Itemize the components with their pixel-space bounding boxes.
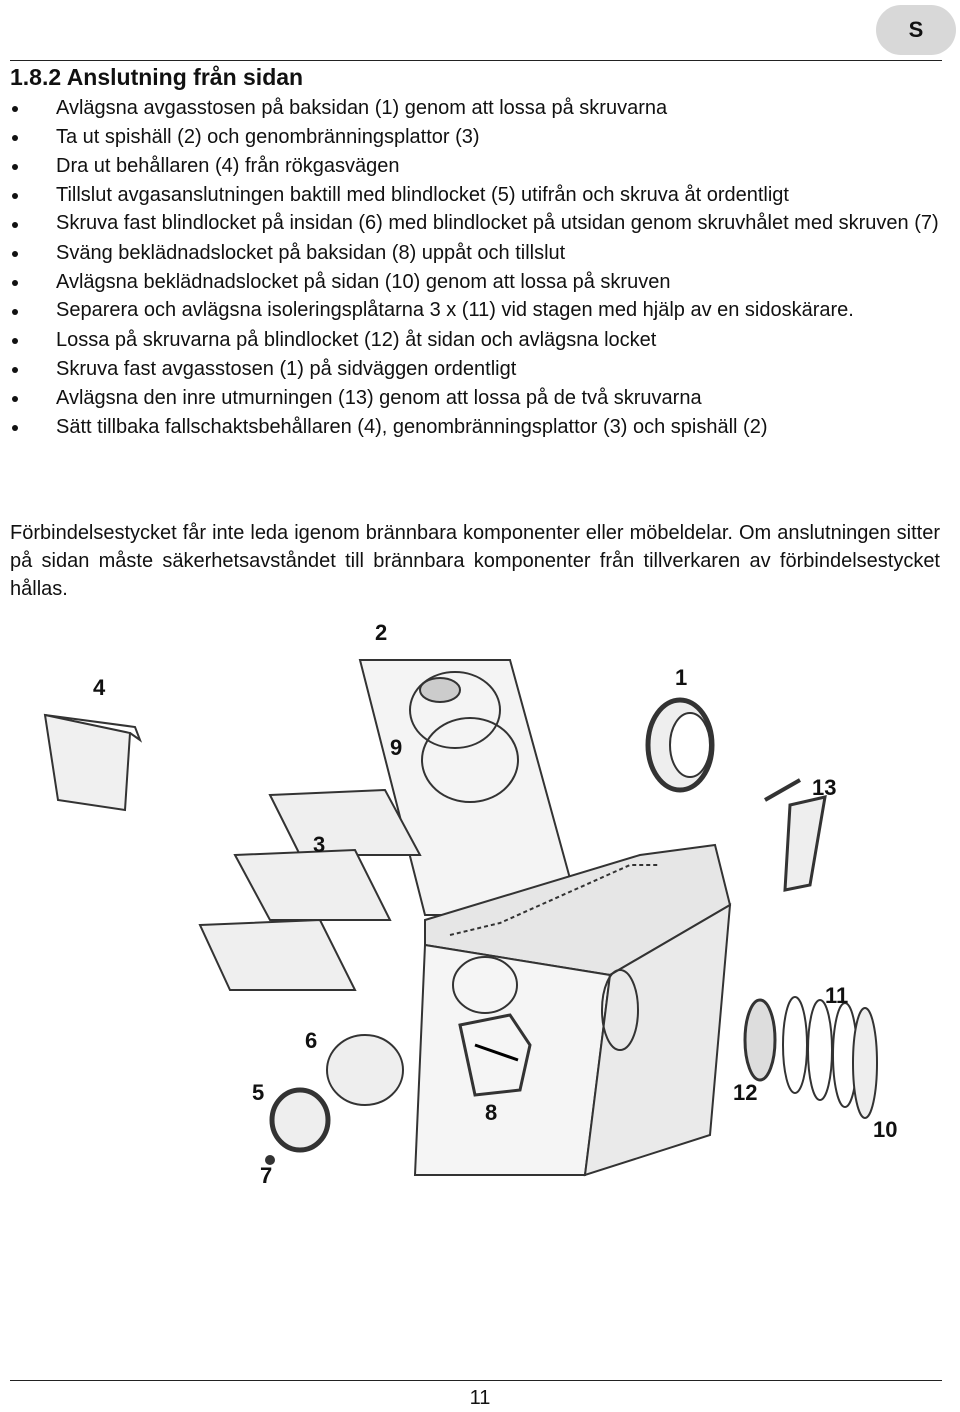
list-item: Sväng beklädnadslocket på baksidan (8) u…: [10, 239, 940, 268]
hob-ring-part: [419, 677, 461, 703]
blind-cap-part: [743, 998, 777, 1082]
insulation-plate-part: [807, 999, 833, 1101]
section-title: 1.8.2 Anslutning från sidan: [10, 64, 304, 90]
cover-arrow: [474, 1043, 519, 1062]
blind-cap-part: [269, 1087, 331, 1153]
hob-plate-part: [358, 659, 582, 916]
callout-label: 4: [93, 675, 106, 700]
hob-ring-part: [421, 717, 519, 803]
callout-label: 8: [485, 1100, 497, 1125]
screw-part: [265, 1155, 275, 1165]
instruction-list: Avlägsna avgasstosen på baksidan (1) gen…: [10, 94, 940, 442]
callout-label: 5: [252, 1080, 264, 1105]
list-item: Tillslut avgasanslutningen baktill med b…: [10, 181, 940, 210]
list-item: Separera och avlägsna isoleringsplåtarna…: [10, 297, 940, 323]
footer-rule: [10, 1380, 942, 1381]
callout-label: 7: [260, 1163, 272, 1188]
inner-lining-part: [783, 795, 827, 892]
baffle-plate-part: [233, 848, 392, 921]
callout-label: 1: [675, 665, 687, 690]
safety-note: Förbindelsestycket får inte leda igenom …: [10, 522, 940, 600]
container-part: [43, 713, 132, 812]
callout-label: 6: [305, 1028, 317, 1053]
list-item: Avlägsna den inre utmurningen (13) genom…: [10, 384, 940, 413]
callout-label: 3: [313, 832, 325, 857]
exploded-view-figure: 2 4 1 9 13 3 11 6 5 12 8 10 7: [30, 615, 930, 1215]
callout-label: 2: [375, 620, 387, 645]
callout-label: 13: [812, 775, 836, 800]
hob-ring-part: [409, 671, 501, 749]
list-item: Skruva fast avgasstosen (1) på sidväggen…: [10, 355, 940, 384]
list-item: Dra ut behållaren (4) från rökgasvägen: [10, 152, 940, 181]
side-cover-part: [852, 1007, 878, 1119]
list-item: Sätt tillbaka fallschaktsbehållaren (4),…: [10, 413, 940, 442]
language-badge: S: [876, 5, 956, 55]
list-item: Ta ut spishäll (2) och genombränningspla…: [10, 123, 940, 152]
callout-label: 12: [733, 1080, 757, 1105]
rear-opening-part: [452, 956, 518, 1014]
insulation-plate-part: [782, 996, 808, 1094]
baffle-plate-part: [198, 918, 357, 991]
list-item: Skruva fast blindlocket på insidan (6) m…: [10, 210, 940, 236]
callout-label: 10: [873, 1117, 897, 1142]
callout-label: 11: [825, 983, 848, 1008]
blind-cap-part: [326, 1034, 404, 1106]
side-opening-part: [601, 969, 639, 1051]
exploded-view-drawing: 2 4 1 9 13 3 11 6 5 12 8 10 7: [43, 620, 897, 1188]
list-item: Avlägsna avgasstosen på baksidan (1) gen…: [10, 94, 940, 123]
list-item: Lossa på skruvarna på blindlocket (12) å…: [10, 326, 940, 355]
list-item: Avlägsna beklädnadslocket på sidan (10) …: [10, 268, 940, 297]
baffle-plate-part: [268, 788, 422, 856]
callout-label: 9: [390, 735, 402, 760]
page-number: 11: [469, 1387, 491, 1409]
header-rule: [10, 60, 942, 61]
